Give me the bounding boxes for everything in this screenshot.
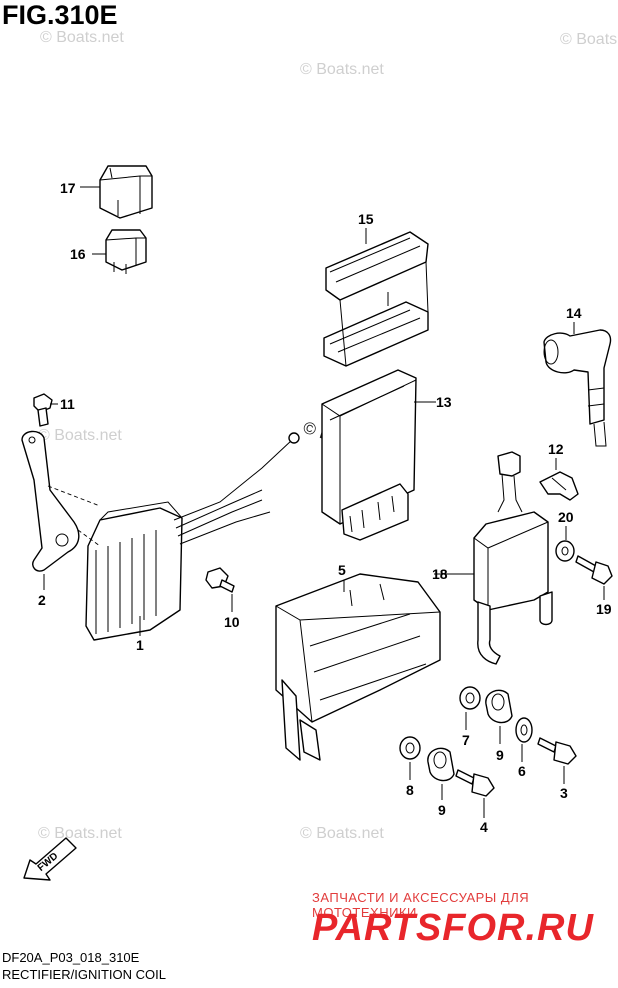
callout-12: 14	[566, 305, 582, 321]
callout-10: 10	[224, 614, 240, 630]
callout-7: 7	[462, 732, 470, 748]
figure-title: FIG.310E	[2, 0, 118, 30]
part-1-rectifier	[47, 432, 300, 641]
callout-8: 8	[406, 782, 414, 798]
part-18-relay	[92, 229, 147, 274]
promo-tagline: ЗАПЧАСТИ И АКСЕССУАРЫ ДЛЯ МОТОТЕХНИКИ	[312, 890, 530, 920]
callout-15: 19	[596, 601, 612, 617]
callout-labels: 17 16 15 14 13 12 20 19 18 11 2 1 10 5 7…	[38, 180, 612, 835]
callout-13: 12	[548, 441, 564, 457]
fwd-arrow: FWD	[23, 837, 77, 881]
callout-19: 17	[60, 180, 76, 196]
part-5-holder	[275, 573, 441, 761]
watermark-text: © Boats.net	[300, 61, 384, 78]
callout-14: 18	[432, 566, 448, 582]
callout-6: 6	[518, 763, 526, 779]
callout-1: 1	[136, 637, 144, 653]
part-3-bolt	[537, 737, 577, 784]
part-9-bushing	[427, 747, 455, 800]
part-9-bushing	[485, 689, 513, 744]
callout-4: 4	[480, 819, 488, 835]
figure-code: DF20A_P03_018_310E	[2, 950, 140, 965]
part-10-bolt	[205, 567, 235, 612]
part-15-bolt	[575, 555, 613, 600]
callout-3: 3	[560, 785, 568, 801]
callout-9: 9	[496, 747, 504, 763]
callout-11: 11	[60, 396, 75, 412]
part-16-ecu	[321, 369, 436, 541]
watermark-text: © Boats.net	[560, 31, 618, 48]
promo-logo[interactable]: PARTSFOR.RU	[312, 907, 594, 949]
part-14-ignition-coil	[434, 451, 553, 665]
part-12-plug-cap	[543, 322, 612, 447]
part-2-bracket	[21, 430, 80, 590]
callout-16: 13	[436, 394, 452, 410]
part-20-washer	[555, 526, 575, 562]
watermark-text: © Boats.net	[300, 825, 384, 842]
callout-17: 15	[358, 211, 374, 227]
section-title: RECTIFIER/IGNITION COIL	[2, 967, 166, 982]
part-8-grommet	[399, 736, 421, 780]
part-7-grommet	[459, 686, 481, 730]
part-19-relay	[80, 165, 153, 219]
callout-5: 5	[338, 562, 346, 578]
callout-2: 2	[38, 592, 46, 608]
callout-20: 20	[558, 509, 574, 525]
part-4-bolt	[455, 769, 495, 818]
part-6-washer	[515, 717, 533, 762]
watermark-text: © Boats.net	[38, 427, 122, 444]
watermark-text: © Boats.net	[40, 29, 124, 46]
part-11-bolt	[33, 393, 58, 427]
watermark-text: © Boats.net	[38, 825, 122, 842]
callout-9: 9	[438, 802, 446, 818]
part-13-clamp	[539, 458, 579, 501]
callout-18: 16	[70, 246, 86, 262]
part-17-sleeve	[323, 228, 429, 367]
